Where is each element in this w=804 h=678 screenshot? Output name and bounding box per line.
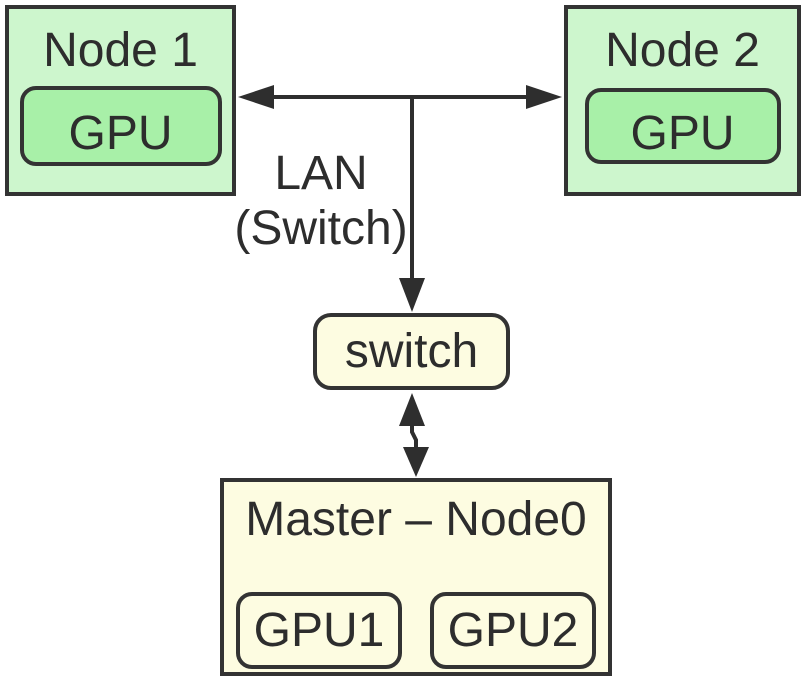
arrowhead-right-node2 <box>526 85 562 109</box>
node1-box: Node 1 GPU <box>5 5 236 196</box>
master-node0-label: Master – Node0 <box>245 493 587 546</box>
gpu2-label: GPU2 <box>447 603 579 657</box>
gpu1-label: GPU1 <box>253 603 385 657</box>
gpu2-box: GPU2 <box>430 592 596 669</box>
node2-label: Node 2 <box>605 24 760 77</box>
master-gpu-row: GPU1 GPU2 <box>224 592 608 669</box>
lan-edge-label-line1: LAN <box>274 147 368 200</box>
node2-gpu-label: GPU <box>630 106 735 160</box>
arrowhead-down-master <box>403 447 429 477</box>
arrowhead-left-node1 <box>238 85 274 109</box>
master-node0-box: Master – Node0 GPU1 GPU2 <box>220 478 612 676</box>
lan-edge-label: LAN (Switch) <box>225 146 417 256</box>
arrowhead-down-switch <box>399 278 425 312</box>
switch-label: switch <box>344 324 479 378</box>
switch-box: switch <box>313 313 510 390</box>
node2-gpu-box: GPU <box>584 88 781 165</box>
node1-gpu-label: GPU <box>68 106 173 160</box>
lan-edge-label-line2: (Switch) <box>234 202 408 256</box>
arrowhead-up-switch <box>399 393 425 426</box>
gpu1-box: GPU1 <box>236 592 402 669</box>
node2-box: Node 2 GPU <box>564 5 801 196</box>
node1-gpu-box: GPU <box>19 86 222 167</box>
switch-master-link-line <box>410 424 418 449</box>
node1-label: Node 1 <box>43 24 198 77</box>
